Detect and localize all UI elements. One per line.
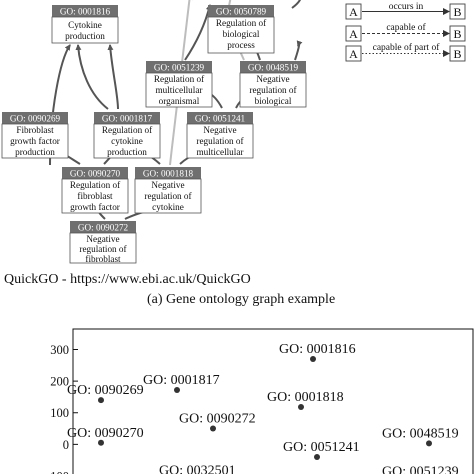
legend-to: B bbox=[453, 5, 461, 19]
go-node-0001818: GO: 0001818 Negative regulation of cytok… bbox=[134, 167, 202, 214]
y-axis: 300 200 100 0 −100 bbox=[43, 343, 78, 474]
node-label: Fibroblast bbox=[16, 125, 54, 135]
edge bbox=[107, 44, 119, 110]
node-label: cytokine bbox=[152, 202, 184, 212]
point-label: GO: 0051239 bbox=[382, 465, 459, 474]
node-label: cytokine bbox=[111, 136, 143, 146]
scatter-point bbox=[298, 404, 304, 411]
point-label: GO: 0051241 bbox=[283, 440, 360, 455]
point-label: GO: 0001817 bbox=[143, 373, 220, 388]
node-id: GO: 0048519 bbox=[248, 63, 299, 73]
edge bbox=[75, 44, 109, 110]
scatter-point bbox=[98, 397, 104, 404]
legend-row-occurs-in: A occurs in B bbox=[345, 2, 466, 20]
legend-text: capable of bbox=[386, 22, 426, 33]
legend-to: B bbox=[453, 27, 461, 41]
go-node-0050789: GO: 0050789 Regulation of biological pro… bbox=[207, 5, 275, 54]
scatter-point bbox=[426, 440, 432, 447]
go-node-0090270: GO: 0090270 Regulation of fibroblast gro… bbox=[61, 167, 129, 214]
node-label: Cytokine bbox=[68, 20, 102, 30]
go-node-0090272: GO: 0090272 Negative regulation of fibro… bbox=[69, 221, 137, 264]
point-label: GO: 0001816 bbox=[279, 342, 356, 357]
edge bbox=[291, 0, 301, 9]
go-node-0051239: GO: 0051239 Regulation of multicellular … bbox=[145, 61, 213, 108]
y-tick-label: 0 bbox=[63, 438, 69, 452]
y-tick-label: 300 bbox=[50, 343, 69, 357]
point-label: GO: 0090270 bbox=[67, 426, 144, 441]
scatter-point bbox=[174, 386, 180, 393]
node-id: GO: 0001816 bbox=[60, 7, 111, 17]
node-label: biological bbox=[255, 96, 292, 106]
node-id: GO: 0001818 bbox=[143, 169, 194, 179]
node-id: GO: 0050789 bbox=[216, 7, 267, 17]
node-label: production bbox=[15, 147, 55, 157]
y-tick-label: 100 bbox=[50, 406, 69, 420]
node-label: production bbox=[107, 147, 147, 157]
scatter-point bbox=[98, 439, 104, 446]
go-node-0001816: GO: 0001816 Cytokine production bbox=[51, 5, 119, 44]
node-label: process bbox=[227, 40, 255, 50]
node-id: GO: 0001817 bbox=[102, 114, 153, 124]
node-label: multicellular bbox=[197, 147, 244, 157]
legend-to: B bbox=[453, 47, 461, 61]
legend-from: A bbox=[349, 27, 358, 41]
go-node-0048519: GO: 0048519 Negative regulation of biolo… bbox=[239, 61, 307, 108]
node-label: growth factor bbox=[10, 136, 60, 146]
node-label: organismal bbox=[159, 96, 200, 106]
go-node-0090269: GO: 0090269 Fibroblast growth factor pro… bbox=[1, 112, 69, 159]
node-id: GO: 0090269 bbox=[10, 114, 61, 124]
legend-row-capable-of: A capable of B bbox=[345, 22, 466, 42]
node-label: regulation of bbox=[249, 85, 297, 95]
edge-legend: A occurs in B A capable of B A capable o… bbox=[345, 2, 466, 62]
scatter-point bbox=[314, 454, 320, 461]
node-label: regulation of bbox=[196, 136, 244, 146]
node-label: Regulation of bbox=[216, 18, 267, 28]
node-label: biological bbox=[223, 29, 260, 39]
point-label: GO: 0090269 bbox=[67, 383, 144, 398]
node-label: Regulation of bbox=[102, 125, 153, 135]
node-label: regulation of bbox=[144, 191, 192, 201]
node-label: fibroblast bbox=[85, 254, 121, 264]
node-label: Negative bbox=[203, 125, 236, 135]
point-label: GO: 0090272 bbox=[179, 412, 256, 427]
point-label: GO: 0032501 bbox=[159, 464, 236, 474]
go-node-0051241: GO: 0051241 Negative regulation of multi… bbox=[186, 112, 254, 159]
node-id: GO: 0090272 bbox=[78, 223, 129, 233]
scatter-point bbox=[210, 425, 216, 432]
y-tick-label: −100 bbox=[43, 470, 69, 474]
point-label: GO: 0048519 bbox=[382, 426, 459, 441]
node-label: multicellular bbox=[156, 85, 203, 95]
legend-from: A bbox=[349, 47, 358, 61]
legend-row-capable-of-part-of: A capable of part of B bbox=[345, 42, 466, 62]
legend-text: capable of part of bbox=[373, 42, 441, 53]
y-tick-label: 200 bbox=[50, 375, 69, 389]
go-node-0001817: GO: 0001817 Regulation of cytokine produ… bbox=[93, 112, 161, 159]
subfigure-caption: (a) Gene ontology graph example bbox=[147, 292, 335, 307]
node-label: regulation of bbox=[79, 244, 127, 254]
legend-from: A bbox=[349, 5, 358, 19]
node-id: GO: 0090270 bbox=[70, 169, 121, 179]
node-label: fibroblast bbox=[77, 191, 113, 201]
plot-frame bbox=[72, 328, 474, 474]
node-label: Regulation of bbox=[154, 74, 205, 84]
node-label: growth factor bbox=[70, 202, 120, 212]
node-label: Negative bbox=[86, 234, 119, 244]
node-label: Negative bbox=[256, 74, 289, 84]
legend-text: occurs in bbox=[389, 2, 424, 12]
node-label: production bbox=[65, 31, 105, 41]
node-id: GO: 0051241 bbox=[195, 114, 246, 124]
node-label: Regulation of bbox=[70, 180, 121, 190]
source-credit: QuickGO - https://www.ebi.ac.uk/QuickGO bbox=[4, 272, 251, 287]
edge bbox=[294, 40, 303, 61]
point-label: GO: 0001818 bbox=[267, 390, 344, 405]
node-label: Negative bbox=[151, 180, 184, 190]
node-id: GO: 0051239 bbox=[154, 63, 205, 73]
scatter-point bbox=[310, 355, 316, 362]
